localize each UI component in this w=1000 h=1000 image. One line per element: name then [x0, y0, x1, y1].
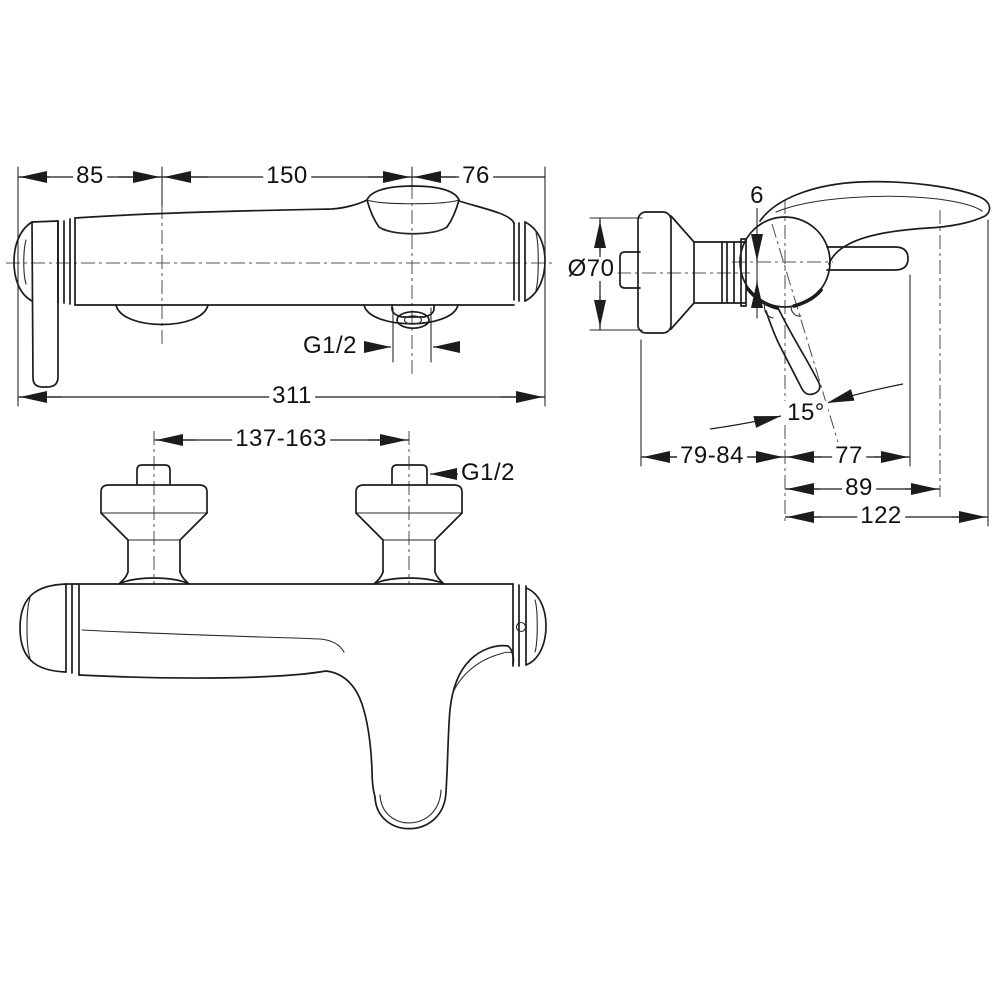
dim-dia70-label: Ø70: [564, 257, 618, 281]
front-right-dome: [524, 221, 546, 302]
side-lever-centerline: [771, 223, 839, 443]
side-lever-blade: [759, 180, 991, 271]
front-outlet-port: [391, 304, 435, 330]
top-view-spout: [325, 644, 515, 830]
dim-77-label: 77: [832, 444, 866, 468]
dim-311-label: 311: [269, 384, 315, 408]
front-lower-boss-right: [363, 304, 459, 325]
dim-15deg-label: 15°: [784, 401, 828, 425]
front-handle-lever: [31, 220, 59, 388]
front-right-rings: [518, 221, 526, 302]
outlet-thread-label: G1/2: [299, 334, 361, 358]
dim-76-label: 76: [459, 164, 493, 188]
top-left-cap: [19, 583, 67, 673]
dim-89-label: 89: [842, 476, 876, 500]
front-handle-dome: [13, 221, 33, 302]
dim-137-163-label: 137-163: [232, 427, 330, 451]
front-view-linework: [6, 166, 556, 407]
side-escutcheon: [637, 211, 672, 334]
dim-150-label: 150: [263, 164, 311, 188]
inlet-thread-label: G1/2: [457, 461, 519, 485]
top-view-linework: [19, 431, 547, 830]
front-left-rings: [57, 217, 76, 306]
dim-6-label: 6: [747, 184, 767, 208]
front-cartridge-dome: [366, 185, 460, 235]
top-right-cap: [512, 583, 547, 667]
top-right-union: [355, 464, 463, 585]
dim-122-label: 122: [857, 504, 905, 528]
dim-85-label: 85: [73, 164, 107, 188]
side-wall-stub: [619, 251, 641, 289]
dim-79-84-label: 79-84: [677, 444, 747, 468]
side-view-linework: [589, 180, 991, 527]
side-diverter-lever: [763, 302, 821, 396]
front-lower-boss-left: [115, 304, 209, 326]
